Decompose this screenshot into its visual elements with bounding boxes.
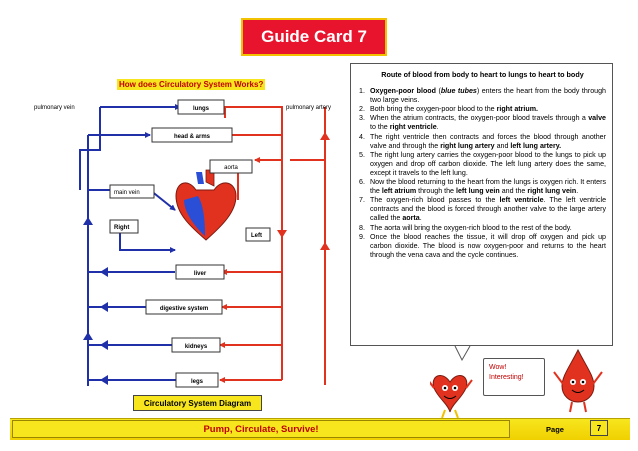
label-left: Left [251, 233, 262, 239]
route-step-text-part: . [576, 187, 579, 196]
route-step-text-part: right ventricle [389, 123, 437, 132]
route-step: 4. The right ventricle then contracts and… [359, 133, 606, 151]
route-step-number: 1. [359, 87, 365, 96]
route-text-box: Route of blood from body to heart to lun… [350, 63, 613, 346]
label-digestive-system: digestive system [160, 306, 208, 312]
route-step-text-part: left lung artery. [510, 141, 562, 150]
route-steps-list: 1. Oxygen-poor blood (blue tubes) enters … [359, 87, 606, 260]
label-head-arms: head & arms [174, 134, 211, 140]
route-step-text-part: . [419, 214, 422, 223]
footer-slogan: Pump, Circulate, Survive! [12, 420, 510, 438]
route-step-text-part: and the [499, 187, 528, 196]
heart-mascot-icon [430, 374, 473, 419]
label-lungs: lungs [193, 106, 210, 112]
heart-illustration [175, 169, 237, 241]
route-step: 2. Both bring the oxygen-poor blood to th… [359, 105, 606, 114]
route-step-text-part: right lung artery [440, 141, 495, 150]
bubble-line-2: Interesting! [489, 374, 524, 381]
route-step-text-part: right lung vein [527, 187, 577, 196]
route-heading: Route of blood from body to heart to lun… [381, 70, 584, 79]
label-boxes [109, 99, 271, 388]
label-legs: legs [191, 379, 204, 385]
speech-bubble: Wow! Interesting! [483, 358, 545, 396]
footer-page-number: 7 [590, 420, 608, 436]
route-step-text: The aorta will bring the oxygen-rich blo… [370, 224, 606, 233]
route-step-text-part: Now the blood returning to the heart fro… [370, 178, 606, 196]
route-step-text-part: The right ventricle then contracts and f… [370, 132, 606, 150]
vein-lines [79, 104, 181, 386]
route-step-text-part: right atrium. [496, 105, 538, 114]
route-step-text-part: . The left ventricle contracts and the b… [370, 196, 607, 223]
route-step-text-part: left lung vein [455, 187, 500, 196]
label-aorta: aorta [224, 165, 238, 171]
bubble-tail [454, 345, 471, 362]
route-step-text-part: Oxygen-poor blood [370, 87, 436, 96]
route-step: 9. Once the blood reaches the tissue, it … [359, 233, 606, 260]
route-step-number: 5. [359, 150, 365, 159]
guide-card-title: Guide Card 7 [241, 18, 387, 56]
route-step-number: 7. [359, 196, 365, 205]
label-kidneys: kidneys [185, 344, 208, 350]
route-step-text-part: The right lung artery carries the oxygen… [370, 150, 606, 177]
footer-page-label: Page [546, 424, 564, 434]
route-step-text-part: Once the blood reaches the tissue, it wi… [370, 232, 606, 259]
route-step-number: 4. [359, 132, 365, 141]
route-step-text: The right ventricle then contracts and f… [370, 133, 606, 151]
route-step-text-part: to the [370, 123, 390, 132]
flow-arrows [83, 132, 330, 385]
route-step-text: The right lung artery carries the oxygen… [370, 151, 606, 178]
route-step-number: 8. [359, 223, 365, 232]
route-step-text-part: When the atrium contracts, the oxygen-po… [370, 114, 589, 123]
route-step-text: Both bring the oxygen-poor blood to the … [370, 105, 606, 114]
bubble-line-1: Wow! [489, 364, 507, 371]
route-step-text: When the atrium contracts, the oxygen-po… [370, 114, 606, 132]
route-step-text-part: left ventricle [499, 196, 544, 205]
route-step-text-part: through the [416, 187, 456, 196]
route-step-text-part: Both bring the oxygen-poor blood to the [370, 105, 497, 114]
label-right: Right [114, 225, 129, 231]
route-step-text-part: The aorta will bring the oxygen-rich blo… [370, 223, 572, 232]
route-step-text-part: blue tubes [440, 87, 477, 96]
route-step-text-part: and [494, 141, 511, 150]
diagram-question: How does Circulatory System Works? [117, 79, 266, 90]
label-pulmonary-vein: pulmonary vein [34, 105, 75, 111]
route-step-number: 2. [359, 105, 365, 114]
guide-card-title-text: Guide Card 7 [261, 27, 367, 46]
route-step-text-part: valve [588, 114, 606, 123]
blood-drop-mascot-icon [553, 348, 603, 413]
route-step-text-part: ) enters the heart from the body through… [370, 87, 606, 105]
route-step: 8. The aorta will bring the oxygen-rich b… [359, 224, 606, 233]
route-step-text: Once the blood reaches the tissue, it wi… [370, 233, 606, 260]
route-step-text-part: left atrium [381, 187, 417, 196]
artery-lines [212, 106, 326, 385]
route-step: 7. The oxygen-rich blood passes to the le… [359, 196, 606, 223]
route-step-text: Now the blood returning to the heart fro… [370, 178, 606, 196]
route-step-number: 9. [359, 232, 365, 241]
label-pulmonary-artery: pulmonary artery [286, 105, 331, 111]
diagram-caption: Circulatory System Diagram [133, 395, 262, 411]
route-step: 1. Oxygen-poor blood (blue tubes) enters … [359, 87, 606, 105]
route-step-text-part: ( [435, 87, 441, 96]
route-step-text-part: The oxygen-rich blood passes to the [370, 196, 500, 205]
route-step-text-part: . [436, 123, 439, 132]
route-step-text: Oxygen-poor blood (blue tubes) enters th… [370, 87, 606, 105]
label-liver: liver [194, 271, 207, 277]
mascots [430, 345, 603, 419]
route-step-number: 6. [359, 178, 365, 187]
route-step: 5. The right lung artery carries the oxyg… [359, 151, 606, 178]
route-step-text-part: aorta [402, 214, 420, 223]
route-step: 3. When the atrium contracts, the oxygen-… [359, 114, 606, 132]
route-step-text: The oxygen-rich blood passes to the left… [370, 196, 606, 223]
route-step-number: 3. [359, 114, 365, 123]
circulatory-diagram: pulmonary vein pulmonary artery lungs he… [34, 99, 331, 388]
route-step: 6. Now the blood returning to the heart f… [359, 178, 606, 196]
label-main-vein: main vein [114, 190, 140, 196]
